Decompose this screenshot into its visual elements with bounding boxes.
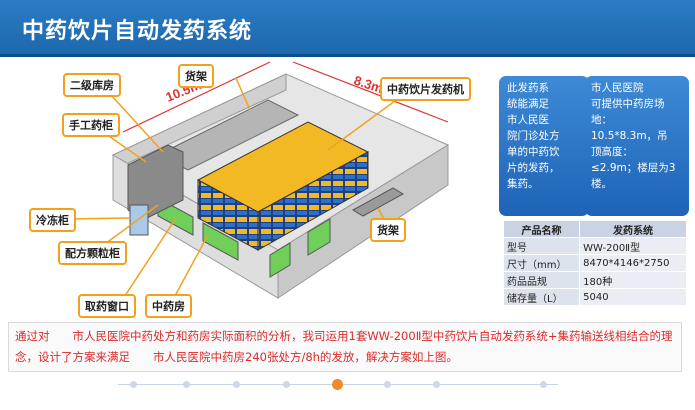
info-right-line: 市人民医院 [591,82,644,94]
table-row: 型号 WW-200Ⅱ型 [502,237,687,255]
spec-key: 尺寸（mm） [502,254,581,272]
spec-header-row: 产品名称 发药系统 [502,220,687,238]
label-freezer: 冷冻柜 [29,208,76,232]
header-divider [0,54,695,57]
info-left-line: 片的发药， [507,162,560,174]
right-window-2 [307,218,331,256]
description-box: 通过对 市人民医院中药处方和药房实际面积的分析，我司运用1套WW-200Ⅱ型中药… [8,322,682,372]
info-right-line: 可提供中药房场 [591,98,665,110]
label-granule-cabinet: 配方颗粒柜 [58,241,127,265]
spec-table: 产品名称 发药系统 型号 WW-200Ⅱ型 尺寸（mm） 8470*4146*2… [502,220,687,306]
nav-dot[interactable] [384,381,391,388]
label-manual-cabinet: 手工药柜 [62,113,120,137]
spec-value: 8470*4146*2750 [579,254,687,272]
spec-value: 180种 [579,271,687,289]
info-box-site: 市人民医院 可提供中药房场 地： 10.5*8.3m，吊 顶高度： ≤2.9m；… [585,76,689,216]
header-bar: 中药饮片自动发药系统 [0,0,695,54]
nav-dot[interactable] [130,381,137,388]
info-left-line: 集药。 [507,178,539,190]
info-right-line: 楼。 [591,178,612,190]
table-row: 药品品规 180种 [502,271,687,289]
spec-key: 储存量（L） [502,288,581,306]
left-cabinets [127,144,184,221]
dispensing-machine-side [257,151,369,251]
spec-header-cell: 产品名称 [502,220,581,238]
spec-header-cell: 发药系统 [579,220,687,238]
nav-dot[interactable] [540,381,547,388]
label-pickup-window: 取药窗口 [78,294,136,318]
slide-navigation [0,378,695,392]
table-row: 储存量（L） 5040 [502,288,687,306]
info-left-line: 市人民医 [507,114,549,126]
label-secondary-storage: 二级库房 [63,73,121,97]
dim-line-length [122,61,271,133]
nav-dot[interactable] [283,381,290,388]
spec-value: WW-200Ⅱ型 [579,237,687,255]
spec-key: 药品品规 [502,271,581,289]
pharmacy-layout-diagram: 10.5m 8.3m [67,61,450,306]
info-left-line: 院门诊处方 [507,130,560,142]
info-left-line: 统能满足 [507,98,549,110]
freezer-unit [129,204,149,236]
info-right-line: 地： [591,114,612,126]
table-row: 尺寸（mm） 8470*4146*2750 [502,254,687,272]
info-right-line: 顶高度： [591,146,633,158]
dim-line-width [292,61,449,123]
nav-dot[interactable] [183,381,190,388]
right-window-1 [269,242,291,278]
info-left-line: 单的中药饮 [507,146,560,158]
info-left-line: 此发药系 [507,82,549,94]
label-shelf-top: 货架 [178,64,214,88]
nav-dot[interactable] [233,381,240,388]
spec-key: 型号 [502,237,581,255]
description-text: 通过对 市人民医院中药处方和药房实际面积的分析，我司运用1套WW-200Ⅱ型中药… [15,329,673,364]
label-pharmacy: 中药房 [145,294,192,318]
pickup-window-2 [202,222,239,261]
info-right-line: ≤2.9m；楼层为3 [591,162,676,174]
nav-dot-active[interactable] [332,379,343,390]
info-box-capability: 此发药系 统能满足 市人民医 院门诊处方 单的中药饮 片的发药， 集药。 [499,76,589,216]
label-shelf-right: 货架 [370,218,406,242]
label-dispensing-machine: 中药饮片发药机 [380,77,471,101]
page-title: 中药饮片自动发药系统 [22,19,253,44]
nav-dot[interactable] [433,381,440,388]
spec-value: 5040 [579,288,687,306]
right-shelf [351,187,405,217]
info-right-line: 10.5*8.3m，吊 [591,130,668,142]
front-wall-right [277,144,449,299]
